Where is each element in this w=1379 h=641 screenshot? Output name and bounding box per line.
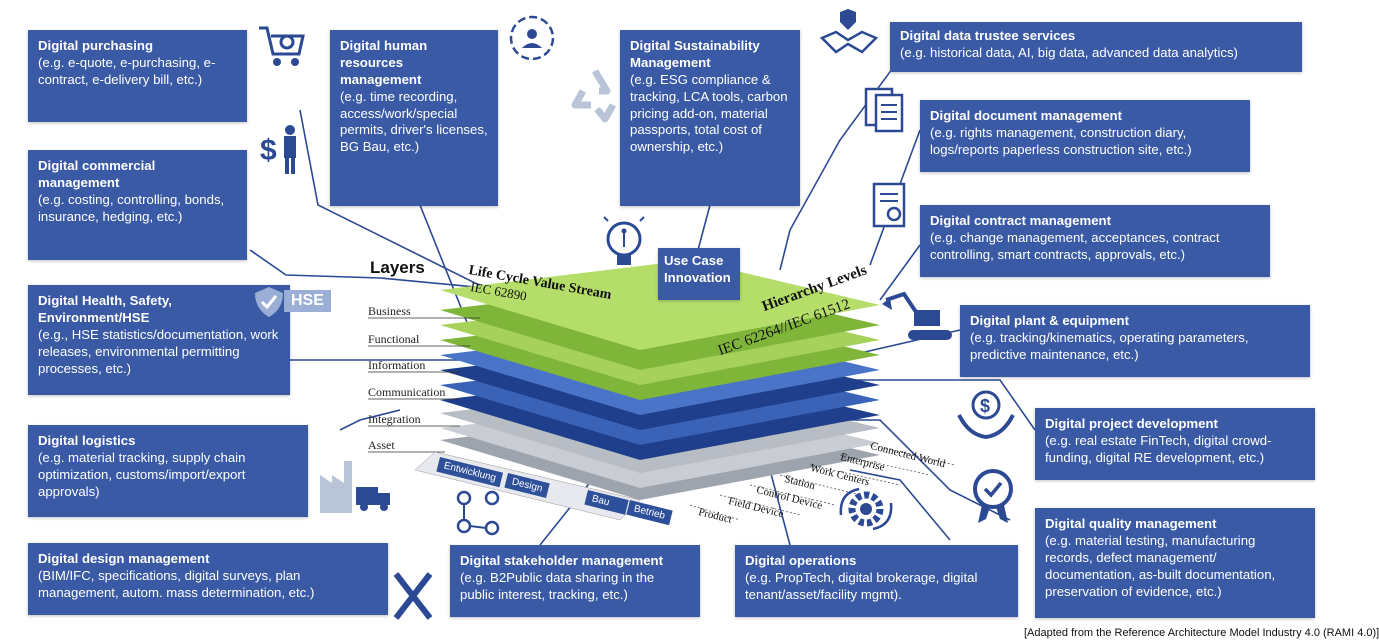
box-digital-commercial: Digital commercial management (e.g. cost… (28, 150, 247, 260)
recycle-icon (571, 69, 617, 123)
box-desc: (e.g. PropTech, digital brokerage, digit… (745, 569, 978, 602)
box-desc: (e.g. rights management, construction di… (930, 124, 1192, 157)
svg-text:$: $ (260, 134, 277, 167)
certificate-icon (872, 182, 906, 228)
dollar-man-icon: $ (260, 125, 296, 174)
excavator-icon (882, 291, 952, 340)
box-digital-design: Digital design management (BIM/IFC, spec… (28, 543, 388, 615)
box-title: Digital Sustainability Management (630, 38, 760, 70)
box-digital-plant: Digital plant & equipment (e.g. tracking… (960, 305, 1310, 377)
slab-business-top (440, 260, 880, 350)
box-digital-purchasing: Digital purchasing (e.g. e-quote, e-purc… (28, 30, 247, 122)
box-desc: (e.g. time recording, access/work/specia… (340, 88, 488, 155)
box-digital-quality: Digital quality management (e.g. materia… (1035, 508, 1315, 618)
box-digital-sustainability: Digital Sustainability Management (e.g. … (620, 30, 800, 206)
box-digital-stakeholder: Digital stakeholder management (e.g. B2P… (450, 545, 700, 617)
box-title: Digital document management (930, 108, 1122, 123)
box-title: Digital plant & equipment (970, 313, 1129, 328)
box-digital-hr: Digital human resources management (e.g.… (330, 30, 498, 206)
box-desc: (e.g. B2Public data sharing in the publi… (460, 569, 655, 602)
box-digital-operations: Digital operations (e.g. PropTech, digit… (735, 545, 1018, 617)
box-desc: (e.g. real estate FinTech, digital crowd… (1045, 432, 1272, 465)
ruler-pencil-icon (393, 572, 433, 620)
layer-business: Business (368, 304, 411, 318)
factory-truck-icon (320, 461, 390, 513)
rami-diagram: Digital purchasing (e.g. e-quote, e-purc… (28, 9, 1379, 639)
box-desc: (e.g. change management, acceptances, co… (930, 229, 1220, 262)
box-title: Digital quality management (1045, 516, 1217, 531)
box-digital-hse: Digital Health, Safety, Environment/HSE … (28, 285, 290, 395)
box-desc: (e.g. material testing, manufacturing re… (1045, 532, 1276, 599)
quality-badge-icon (973, 469, 1013, 523)
box-title: Digital project development (1045, 416, 1218, 431)
source-footnote: [Adapted from the Reference Architecture… (1024, 627, 1379, 639)
box-desc: (BIM/IFC, specifications, digital survey… (38, 567, 315, 600)
box-digital-project: Digital project development (e.g. real e… (1035, 408, 1315, 480)
gear-cycle-icon (839, 487, 893, 531)
box-desc: (e.g. tracking/kinematics, operating par… (970, 329, 1249, 362)
hierarchy-guides (689, 444, 956, 521)
box-title: Use Case Innovation (664, 253, 731, 285)
rami-cube (249, 64, 1036, 546)
box-title: Digital Health, Safety, Environment/HSE (38, 293, 172, 325)
box-title: Digital data trustee services (900, 28, 1076, 43)
box-digital-document: Digital document management (e.g. rights… (920, 100, 1250, 172)
box-title: Digital commercial management (38, 158, 156, 190)
hand-dollar-icon: $ (957, 390, 1015, 440)
team-icon (509, 15, 555, 61)
box-digital-logistics: Digital logistics (e.g. material trackin… (28, 425, 308, 517)
hse-shield-icon: HSE (252, 285, 332, 319)
box-title: Digital purchasing (38, 38, 154, 53)
layer-guides (368, 317, 480, 453)
box-use-case-innovation: Use Case Innovation (658, 248, 740, 300)
stakeholder-network-icon (456, 490, 500, 536)
hse-badge: HSE (284, 290, 331, 312)
handshake-shield-icon (819, 9, 879, 54)
document-icon (864, 87, 904, 133)
box-digital-contract: Digital contract management (e.g. change… (920, 205, 1270, 277)
box-desc: (e.g. costing, controlling, bonds, insur… (38, 191, 225, 224)
lightbulb-icon (603, 216, 645, 265)
box-title: Digital stakeholder management (460, 553, 663, 568)
box-desc: (e.g. ESG compliance & tracking, LCA too… (630, 71, 788, 155)
box-desc: (e.g. e-quote, e-purchasing, e-contract,… (38, 54, 216, 87)
box-title: Digital design management (38, 551, 210, 566)
cart-gear-icon (259, 26, 305, 66)
box-desc: (e.g. material tracking, supply chain op… (38, 449, 246, 499)
box-desc: (e.g., HSE statistics/documentation, wor… (38, 326, 279, 376)
box-desc: (e.g. historical data, AI, big data, adv… (900, 44, 1238, 60)
box-title: Digital operations (745, 553, 857, 568)
layers-title: Layers (370, 258, 425, 277)
box-title: Digital human resources management (340, 38, 428, 87)
layer-information: Information (368, 358, 426, 372)
box-digital-data-trustee: Digital data trustee services (e.g. hist… (890, 22, 1302, 72)
box-title: Digital contract management (930, 213, 1111, 228)
layer-asset: Asset (368, 438, 395, 452)
box-title: Digital logistics (38, 433, 136, 448)
svg-text:$: $ (980, 396, 990, 416)
layer-communication: Communication (368, 385, 446, 399)
layer-integration: Integration (368, 412, 421, 426)
layer-functional: Functional (368, 332, 420, 346)
